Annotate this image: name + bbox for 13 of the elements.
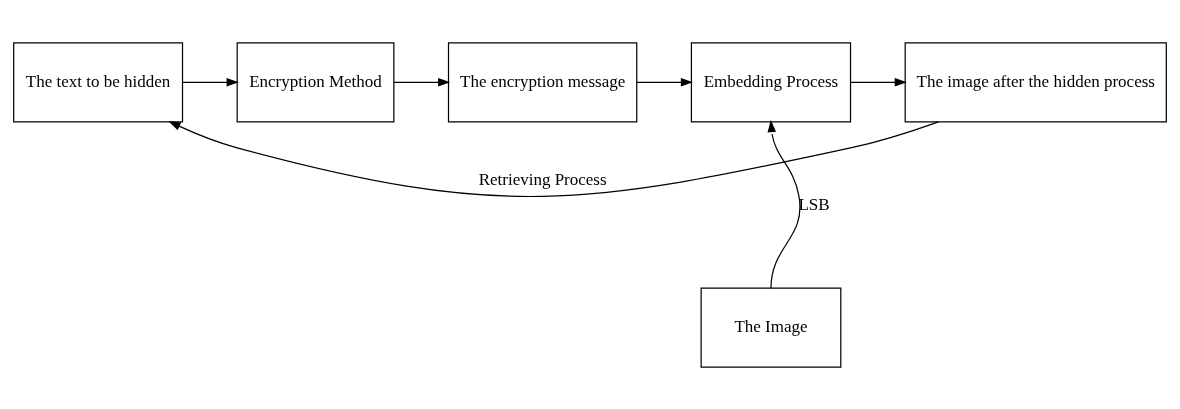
- arrow: [849, 77, 907, 87]
- arrow: [636, 77, 693, 87]
- node-box: Encryption Method: [236, 41, 395, 122]
- node-box: The image after the hidden process: [904, 41, 1167, 122]
- arrow: [182, 77, 239, 87]
- node-box: The Image: [700, 287, 842, 368]
- arrow: [767, 119, 801, 289]
- arrow: [393, 77, 451, 87]
- arrow: [168, 120, 940, 197]
- node-box: The encryption message: [447, 41, 638, 122]
- node-box: The text to be hidden: [13, 41, 184, 122]
- node-box: Embedding Process: [690, 41, 852, 122]
- edge-label: Retrieving Process: [478, 169, 607, 189]
